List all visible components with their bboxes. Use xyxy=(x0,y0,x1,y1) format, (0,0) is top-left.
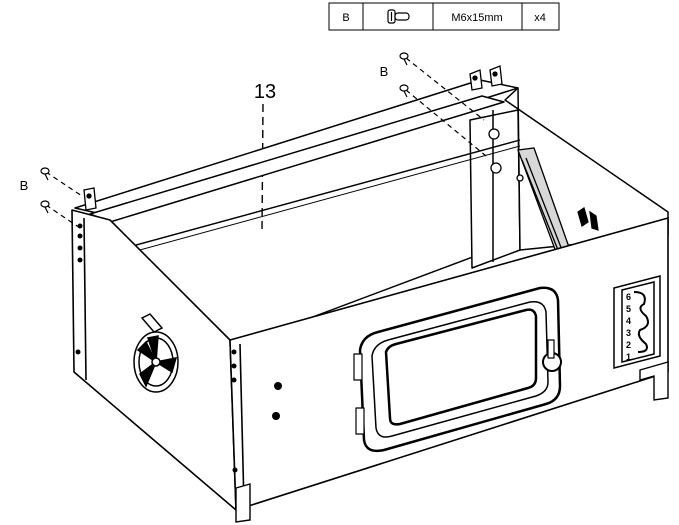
fan-icon xyxy=(133,313,179,393)
vent-icon xyxy=(577,207,599,231)
screw-left-lower xyxy=(40,200,81,229)
front-panel-holes xyxy=(231,349,282,473)
screw-right-lower xyxy=(399,84,487,157)
part-leader-line xyxy=(261,103,264,231)
screw-label-left: B xyxy=(20,178,29,193)
scale-label-1: 1 xyxy=(626,352,631,362)
scale-label-6: 6 xyxy=(626,292,631,302)
screw-right-upper xyxy=(399,52,485,121)
part-number-callout: 13 xyxy=(254,81,276,103)
mounting-tabs xyxy=(83,65,503,211)
screw-icon xyxy=(387,9,410,24)
parts-table-quantity: x4 xyxy=(534,12,546,24)
scale-label-5: 5 xyxy=(626,304,631,314)
feet xyxy=(235,361,669,523)
parts-table-size: M6x15mm xyxy=(451,12,502,24)
scale-label-4: 4 xyxy=(626,316,631,326)
parts-table-letter: B xyxy=(342,12,349,24)
scale-label-3: 3 xyxy=(626,328,631,338)
screw-label-right: B xyxy=(380,64,389,79)
scale-plate xyxy=(613,275,661,369)
cross-rod xyxy=(117,139,521,251)
front-handle xyxy=(353,286,562,453)
screw-left-upper xyxy=(40,167,83,197)
scale-label-2: 2 xyxy=(626,340,631,350)
parts-table xyxy=(328,2,560,31)
